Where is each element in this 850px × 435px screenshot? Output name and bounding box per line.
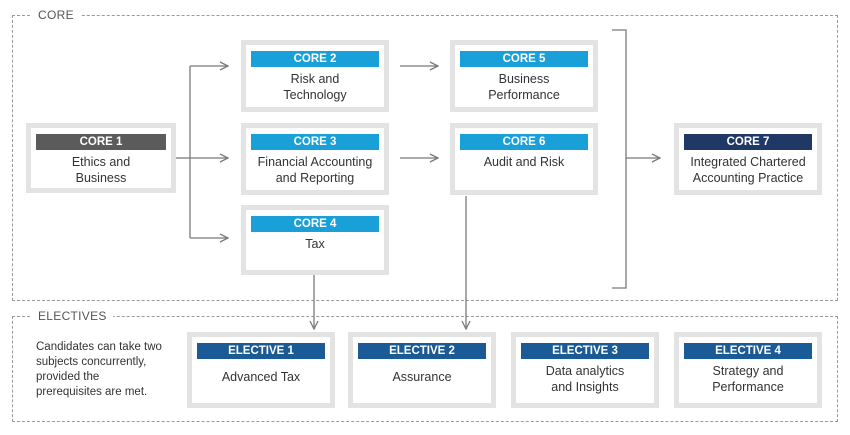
- core-5-tag: CORE 5: [460, 51, 588, 67]
- bracket-to-core7: [612, 29, 627, 289]
- core-region-label: CORE: [32, 8, 80, 22]
- core-1-title: Ethics and Business: [71, 155, 131, 185]
- core-2-card: CORE 2 Risk and Technology: [241, 40, 389, 112]
- elective-4-title: Strategy and Performance: [712, 364, 784, 394]
- core-4-card: CORE 4 Tax: [241, 205, 389, 275]
- elective-2-title: Assurance: [392, 370, 452, 384]
- core-3-title: Financial Accounting and Reporting: [257, 155, 373, 185]
- core-1-tag: CORE 1: [36, 134, 166, 150]
- elective-3-tag: ELECTIVE 3: [521, 343, 649, 359]
- core-7-card: CORE 7 Integrated Chartered Accounting P…: [674, 123, 822, 195]
- core-4-tag: CORE 4: [251, 216, 379, 232]
- core-6-card: CORE 6 Audit and Risk: [450, 123, 598, 195]
- core-5-card: CORE 5 Business Performance: [450, 40, 598, 112]
- elective-3-title: Data analytics and Insights: [545, 364, 625, 394]
- electives-region: [12, 316, 838, 422]
- electives-note: Candidates can take two subjects concurr…: [36, 341, 162, 398]
- core-1-card: CORE 1 Ethics and Business: [26, 123, 176, 193]
- core-7-tag: CORE 7: [684, 134, 812, 150]
- core-4-title: Tax: [305, 237, 325, 251]
- core-6-title: Audit and Risk: [483, 155, 565, 169]
- core-3-card: CORE 3 Financial Accounting and Reportin…: [241, 123, 389, 195]
- core-region: [12, 15, 838, 301]
- elective-1-tag: ELECTIVE 1: [197, 343, 325, 359]
- elective-1-title: Advanced Tax: [221, 370, 301, 384]
- core-3-tag: CORE 3: [251, 134, 379, 150]
- elective-4-card: ELECTIVE 4 Strategy and Performance: [674, 332, 822, 408]
- elective-4-tag: ELECTIVE 4: [684, 343, 812, 359]
- elective-2-card: ELECTIVE 2 Assurance: [348, 332, 496, 408]
- core-2-tag: CORE 2: [251, 51, 379, 67]
- elective-1-card: ELECTIVE 1 Advanced Tax: [187, 332, 335, 408]
- electives-region-label: ELECTIVES: [32, 309, 113, 323]
- core-7-title: Integrated Chartered Accounting Practice: [690, 155, 806, 185]
- core-2-title: Risk and Technology: [283, 72, 347, 102]
- elective-2-tag: ELECTIVE 2: [358, 343, 486, 359]
- core-5-title: Business Performance: [488, 72, 560, 102]
- elective-3-card: ELECTIVE 3 Data analytics and Insights: [511, 332, 659, 408]
- core-6-tag: CORE 6: [460, 134, 588, 150]
